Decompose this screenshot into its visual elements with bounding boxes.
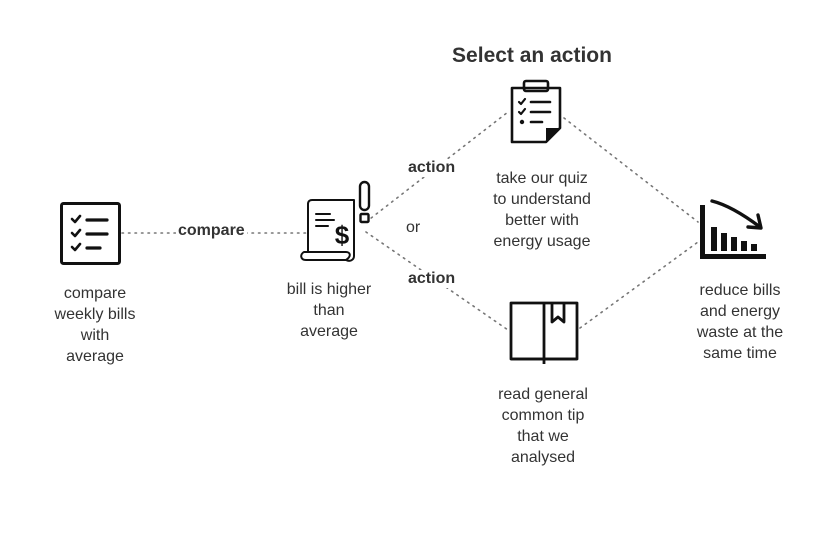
diagram-title: Select an action — [452, 44, 612, 67]
connector-tips-to-reduce — [579, 241, 699, 329]
node-compare-line: weekly bills — [54, 306, 136, 323]
node-quiz-line: energy usage — [493, 233, 591, 250]
edge-label-action-bottom: action — [406, 270, 458, 288]
node-bill-line: average — [300, 323, 358, 340]
node-quiz-label: take our quiz to understand better with … — [480, 168, 604, 252]
node-tips-line: read general — [498, 386, 588, 403]
node-bill-line: than — [313, 302, 345, 319]
node-compare-line: average — [66, 348, 124, 365]
bill-alert-icon: $ — [298, 180, 378, 264]
node-reduce-line: and energy — [699, 303, 781, 320]
node-compare-line: with — [80, 327, 110, 344]
node-reduce-line: same time — [703, 345, 777, 362]
book-icon — [508, 300, 580, 366]
node-tips-label: read general common tip that we analysed — [484, 384, 602, 468]
connector-quiz-to-reduce — [563, 117, 699, 223]
declining-chart-icon — [698, 197, 768, 261]
checklist-icon — [60, 202, 122, 266]
edge-label-compare: compare — [176, 222, 247, 240]
node-quiz-line: better with — [505, 212, 579, 229]
node-tips-line: common tip — [501, 407, 585, 424]
node-tips-line: that we — [517, 428, 569, 445]
node-compare-label: compare weekly bills with average — [40, 283, 150, 367]
node-bill-label: bill is higher than average — [274, 279, 384, 342]
node-quiz-line: take our quiz — [496, 170, 588, 187]
node-tips-line: analysed — [510, 449, 576, 466]
svg-text:$: $ — [335, 220, 350, 250]
edge-label-action-top: action — [406, 159, 458, 177]
connector-to-quiz — [365, 111, 509, 223]
node-reduce-line: waste at the — [696, 324, 784, 341]
node-reduce-label: reduce bills and energy waste at the sam… — [680, 280, 800, 364]
clipboard-icon — [508, 78, 564, 144]
edge-label-or: or — [404, 219, 423, 237]
node-compare-line: compare — [63, 285, 127, 302]
node-reduce-line: reduce bills — [699, 282, 781, 299]
node-bill-line: bill is higher — [286, 281, 372, 298]
node-quiz-line: to understand — [493, 191, 591, 208]
